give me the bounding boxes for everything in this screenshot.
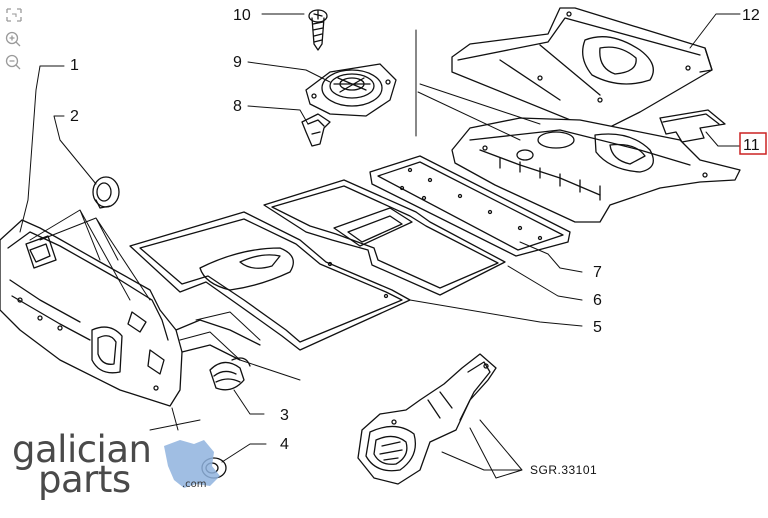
zoom-in-icon (5, 31, 21, 47)
logo-line-1: galician (12, 428, 152, 471)
logo-line-2: parts (38, 458, 131, 501)
logo: galician parts .com (12, 428, 220, 510)
callout-6[interactable]: 6 (593, 292, 602, 309)
part-clip (301, 113, 331, 147)
region-map-icon (164, 440, 220, 488)
callout-2[interactable]: 2 (70, 108, 79, 125)
fit-frame-icon (6, 8, 22, 22)
logo-domain: .com (182, 479, 207, 490)
zoom-out-icon (5, 54, 21, 70)
fit-frame-button[interactable] (3, 6, 25, 24)
part-grommet (92, 176, 120, 209)
callout-9[interactable]: 9 (233, 54, 242, 71)
part-rear-mat (369, 155, 571, 257)
part-rear-floor-panel (451, 7, 713, 133)
callout-8[interactable]: 8 (233, 98, 242, 115)
callout-12[interactable]: 12 (742, 7, 760, 24)
callout-labels: 10 9 8 12 1 2 11 7 6 5 3 4 SGR.33101 (70, 7, 760, 477)
part-rear-floor-pan (451, 117, 741, 223)
callout-4[interactable]: 4 (280, 436, 289, 453)
callout-7[interactable]: 7 (593, 264, 602, 281)
part-plug (209, 357, 251, 391)
part-middle-mat (263, 179, 506, 296)
leader-lines (19, 13, 741, 479)
callout-10[interactable]: 10 (233, 7, 251, 24)
part-speaker (305, 63, 397, 117)
callout-highlight-box (739, 132, 767, 155)
part-firewall-insulation (0, 219, 261, 407)
part-pad (659, 109, 726, 143)
callout-11[interactable]: 11 (743, 137, 760, 154)
part-front-mat (129, 211, 411, 351)
part-subframe-assembly (357, 353, 497, 485)
callout-1[interactable]: 1 (70, 57, 79, 74)
part-screw (308, 9, 328, 51)
zoom-out-button[interactable] (3, 53, 25, 71)
callout-3[interactable]: 3 (280, 407, 289, 424)
callout-5[interactable]: 5 (593, 319, 602, 336)
reference-code: SGR.33101 (530, 463, 597, 477)
zoom-in-button[interactable] (3, 30, 25, 48)
